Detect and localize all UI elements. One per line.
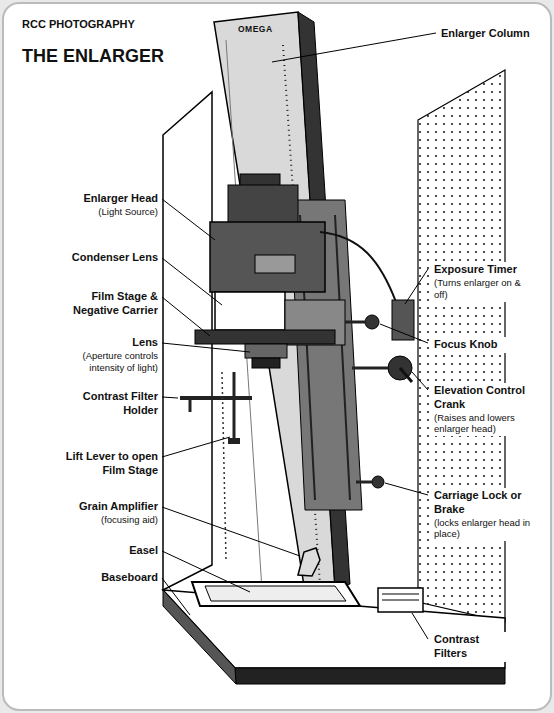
- label-group: Carriage Lock or Brake(locks enlarger he…: [432, 488, 536, 541]
- part-label: Lens: [58, 336, 158, 350]
- leader-line: [412, 372, 428, 390]
- lock-shaft: [356, 481, 372, 484]
- crank-handle: [400, 368, 412, 382]
- leader-line: [162, 397, 178, 398]
- lift-lever: [233, 372, 236, 438]
- leader-line: [385, 483, 428, 495]
- easel: [192, 582, 360, 606]
- part-description: (Turns enlarger on & off): [434, 277, 532, 301]
- lamp-housing: [228, 185, 298, 225]
- part-label: Enlarger Column: [441, 27, 546, 41]
- focus-shaft: [345, 321, 366, 324]
- leader-line: [405, 269, 428, 304]
- part-label: Baseboard: [28, 571, 158, 585]
- label-group: Contrast Filter Holder: [68, 390, 158, 418]
- leader-line: [162, 199, 215, 240]
- leader-line: [162, 507, 300, 556]
- lamp-cap: [240, 174, 280, 186]
- part-label: Contrast Filters: [434, 633, 514, 661]
- crank-shaft: [352, 367, 388, 370]
- filter-holder-post: [189, 398, 192, 412]
- label-group: Focus Knob: [432, 337, 534, 353]
- card-frame: [3, 3, 551, 710]
- label-group: Easel: [28, 544, 158, 558]
- label-group: Film Stage & Negative Carrier: [58, 290, 158, 318]
- label-group: Elevation Control Crank(Raises and lower…: [432, 383, 534, 436]
- label-group: Contrast Filters: [432, 632, 516, 662]
- part-label: Easel: [28, 544, 158, 558]
- leader-line: [162, 437, 230, 457]
- leader-line: [162, 551, 250, 592]
- label-group: Exposure Timer(Turns enlarger on & off): [432, 262, 534, 302]
- leader-line: [380, 324, 428, 343]
- carriage-lock: [372, 476, 384, 488]
- part-description: (Raises and lowers enlarger head): [434, 412, 532, 436]
- label-group: RCC PHOTOGRAPHY: [22, 18, 222, 32]
- label-group: Baseboard: [28, 571, 158, 585]
- lens-mount: [245, 344, 287, 358]
- easel-frame: [205, 586, 346, 601]
- part-label: Carriage Lock or Brake: [434, 489, 534, 517]
- power-cord: [320, 232, 396, 302]
- part-label: Elevation Control Crank: [434, 384, 532, 412]
- label-group: Condenser Lens: [28, 251, 158, 265]
- brand-mark: OMEGA: [238, 24, 282, 35]
- part-label: Exposure Timer: [434, 263, 532, 277]
- part-label: Condenser Lens: [28, 251, 158, 265]
- label-group: Grain Amplifier(focusing aid): [48, 500, 158, 526]
- title: THE ENLARGER: [22, 46, 164, 67]
- label-group: Lift Lever to open Film Stage: [48, 450, 158, 478]
- label-group: Enlarger Head(Light Source): [28, 192, 158, 218]
- leader-line: [162, 297, 210, 336]
- lens-barrel: [252, 358, 280, 368]
- baseboard-front: [235, 668, 505, 684]
- part-description: (Light Source): [28, 206, 158, 218]
- leader-line: [162, 343, 250, 352]
- chain: [222, 372, 226, 560]
- head-plate: [255, 255, 295, 273]
- leader-line: [162, 578, 190, 615]
- condenser-housing: [215, 292, 285, 330]
- enlarger-head: [210, 222, 325, 292]
- part-label: Lift Lever to open Film Stage: [48, 450, 158, 478]
- part-label: Enlarger Head: [28, 192, 158, 206]
- leader-lines: [162, 33, 436, 639]
- part-description: (focusing aid): [48, 514, 158, 526]
- part-label: Contrast Filter Holder: [68, 390, 158, 418]
- leader-line: [272, 33, 436, 62]
- part-label: Grain Amplifier: [48, 500, 158, 514]
- leader-line: [162, 258, 222, 305]
- part-description: (locks enlarger head in place): [434, 517, 534, 541]
- leader-line: [412, 613, 428, 639]
- filter-line: [382, 594, 419, 595]
- part-label: Focus Knob: [434, 338, 532, 352]
- film-stage: [195, 330, 335, 344]
- grain-amplifier: [298, 548, 320, 576]
- header-label: RCC PHOTOGRAPHY: [22, 18, 222, 32]
- label-group: OMEGA: [238, 24, 282, 35]
- contrast-filter-box: [378, 588, 423, 612]
- lift-lever-handle: [228, 438, 240, 444]
- part-label: Film Stage & Negative Carrier: [58, 290, 158, 318]
- filter-line: [382, 600, 419, 601]
- focus-knob: [365, 315, 379, 329]
- exposure-timer: [392, 300, 414, 340]
- carriage-rail: [335, 215, 350, 500]
- label-group: Enlarger Column: [439, 26, 548, 42]
- part-description: (Aperture controls intensity of light): [58, 350, 158, 374]
- label-group: Lens(Aperture controls intensity of ligh…: [58, 336, 158, 374]
